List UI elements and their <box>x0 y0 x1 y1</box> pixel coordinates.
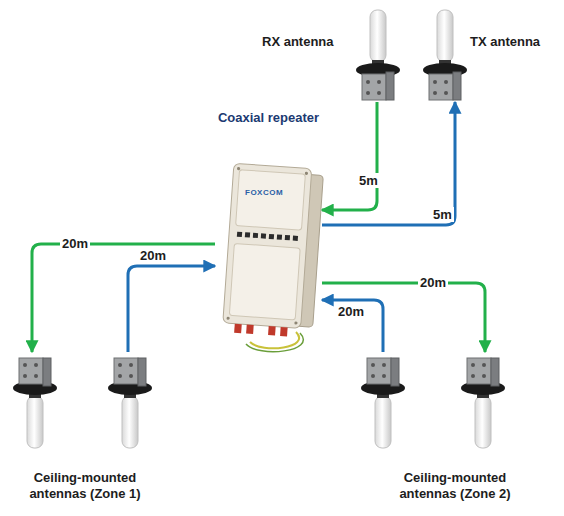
device-body <box>223 163 312 328</box>
coax-cable <box>322 300 383 352</box>
ceiling-antenna-icon <box>108 358 152 448</box>
node-box: TX antenna <box>428 8 560 102</box>
coax-cable <box>322 102 377 210</box>
cable-length: 20m <box>336 304 366 319</box>
node-box: Coaxial repeaterFOXCOM <box>215 108 322 340</box>
rf-connector <box>268 326 276 335</box>
device-led <box>293 236 298 241</box>
node-label: TX antenna <box>470 34 560 50</box>
ground-wire <box>246 333 303 352</box>
cable-length: 20m <box>138 248 168 263</box>
device-panel <box>236 170 306 230</box>
device-led <box>285 235 290 240</box>
rf-connector <box>246 325 254 334</box>
node-label: Ceiling-mounted antennas (Zone 1) <box>5 470 165 502</box>
cable-length: 20m <box>418 275 448 290</box>
ceiling-antenna-icon <box>361 358 405 448</box>
cable-length: 5m <box>431 207 454 222</box>
coax-cable <box>128 266 215 352</box>
node-box: Ceiling-mounted antennas (Zone 1) <box>5 352 165 502</box>
node-label: Coaxial repeater <box>215 110 322 126</box>
node-label: Ceiling-mounted antennas (Zone 2) <box>375 470 535 502</box>
device-led <box>237 232 242 237</box>
ground-wire <box>250 332 299 348</box>
brand-label: FOXCOM <box>245 188 295 198</box>
cable-length: 5m <box>357 173 380 188</box>
repeater-device <box>222 163 324 338</box>
node-label: RX antenna <box>262 34 362 50</box>
tx-antenna-icon <box>423 10 467 100</box>
device-led <box>277 234 282 239</box>
device-screw <box>294 321 297 324</box>
device-led <box>253 233 258 238</box>
coax-cable <box>322 283 485 352</box>
device-led <box>261 233 266 238</box>
device-screw <box>226 317 229 320</box>
rf-connector <box>280 327 288 336</box>
node-box: Ceiling-mounted antennas (Zone 2) <box>360 352 550 502</box>
rx-antenna-icon <box>356 10 400 100</box>
rf-connector <box>234 324 242 333</box>
device-led <box>269 234 274 239</box>
device-screw <box>305 172 308 175</box>
cable-length: 20m <box>60 236 90 251</box>
node-box: RX antenna <box>262 8 402 102</box>
ceiling-antenna-icon <box>461 358 505 448</box>
ceiling-antenna-icon <box>13 358 57 448</box>
device-screw <box>237 167 240 170</box>
coax-cable <box>322 102 455 225</box>
device-led <box>245 232 250 237</box>
device-panel <box>229 243 300 319</box>
coax-cable <box>32 244 215 352</box>
